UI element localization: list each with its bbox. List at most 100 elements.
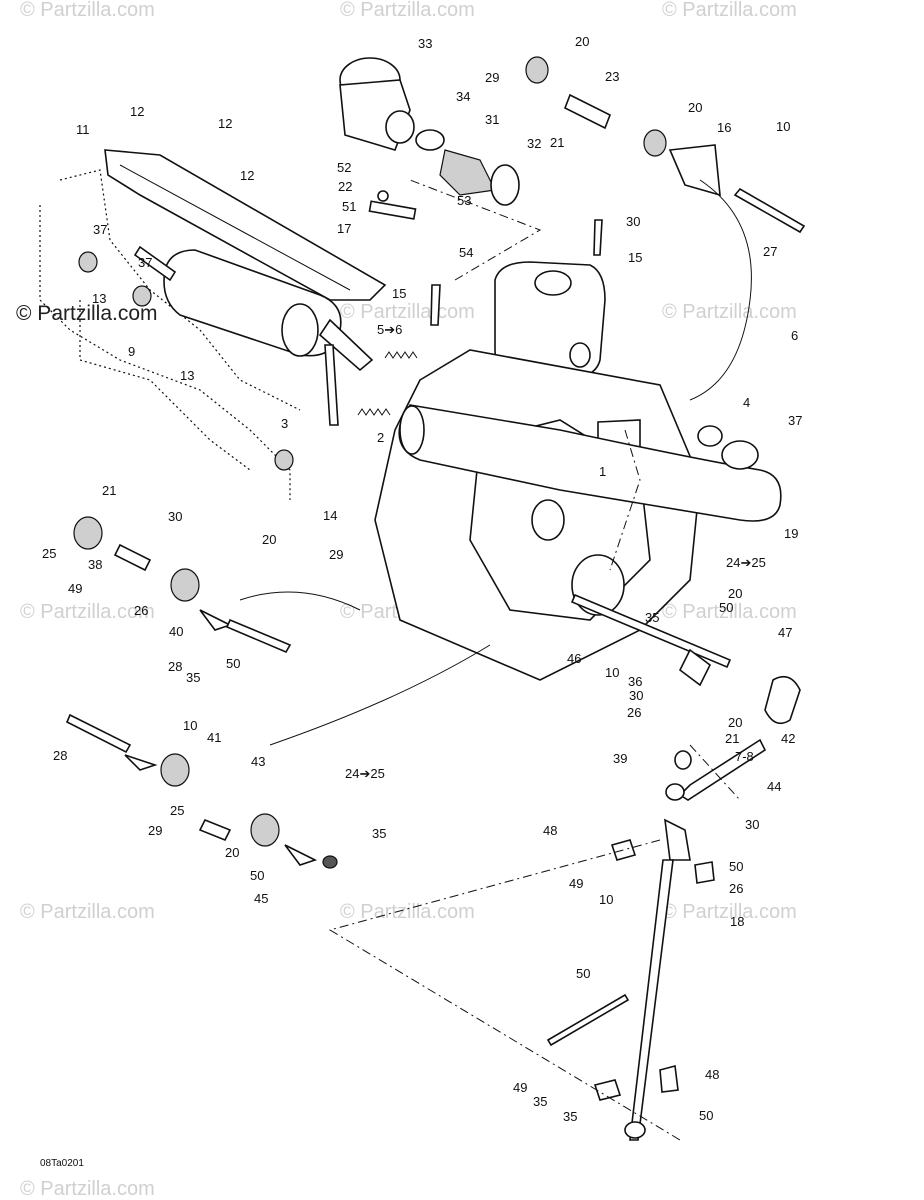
callout-label: 26 — [627, 705, 641, 720]
callout-label: 37 — [93, 222, 107, 237]
callout-label: 20 — [688, 100, 702, 115]
callout-label: 50 — [699, 1108, 713, 1123]
callout-label: 46 — [567, 651, 581, 666]
watermark: © Partzilla.com — [662, 901, 797, 923]
callout-label: 10 — [776, 119, 790, 134]
heat-shield — [104, 149, 387, 301]
callout-label: 35 — [563, 1109, 577, 1124]
callout-label: 20 — [225, 845, 239, 860]
watermark: © Partzilla.com — [340, 901, 475, 923]
watermark: © Partzilla.com — [20, 0, 155, 21]
callout-label: 50 — [226, 656, 240, 671]
callout-label: 15 — [392, 286, 406, 301]
watermark: © Partzilla.com — [662, 301, 797, 323]
callout-label: 35 — [372, 826, 386, 841]
main-watermark: © Partzilla.com — [16, 302, 158, 325]
rubber-grommet — [132, 285, 152, 307]
callout-label: 30 — [626, 214, 640, 229]
watermark: © Partzilla.com — [340, 0, 475, 21]
callout-label: 13 — [180, 368, 194, 383]
watermark: © Partzilla.com — [340, 301, 475, 323]
callout-label: 30 — [745, 817, 759, 832]
callout-label: 30 — [629, 688, 643, 703]
watermark: © Partzilla.com — [662, 0, 797, 21]
callout-label: 20 — [728, 715, 742, 730]
spark-plug — [593, 219, 603, 256]
exhaust-pipe — [398, 404, 782, 522]
exhaust-spring — [357, 408, 391, 416]
callout-label: 12 — [240, 168, 254, 183]
callout-label: 24➔25 — [345, 766, 385, 781]
callout-label: 7-8 — [735, 749, 754, 764]
callout-label: 10 — [183, 718, 197, 733]
watermark: © Partzilla.com — [20, 1178, 155, 1200]
callout-label: 38 — [88, 557, 102, 572]
callout-label: 16 — [717, 120, 731, 135]
callout-label: 54 — [459, 245, 473, 260]
callout-label: 40 — [169, 624, 183, 639]
callout-label: 29 — [148, 823, 162, 838]
callout-label: 4 — [743, 395, 750, 410]
watermark: © Partzilla.com — [662, 601, 797, 623]
callout-label: 51 — [342, 199, 356, 214]
callout-label: 32 — [527, 136, 541, 151]
shift-shaft — [570, 593, 732, 669]
callout-label: 5➔6 — [377, 322, 402, 337]
shift-rod — [629, 859, 674, 1141]
callout-label: 45 — [254, 891, 268, 906]
callout-label: 31 — [485, 112, 499, 127]
adjustment-rod — [546, 993, 630, 1047]
callout-label: 10 — [605, 665, 619, 680]
callout-label: 9 — [128, 344, 135, 359]
callout-label: 28 — [53, 748, 67, 763]
callout-label: 50 — [729, 859, 743, 874]
shift-knob — [764, 675, 801, 725]
parts-illustration — [39, 56, 806, 1141]
engine-mount-bracket — [668, 144, 721, 197]
callout-label: 34 — [456, 89, 470, 104]
callout-label: 33 — [418, 36, 432, 51]
callout-label: 15 — [628, 250, 642, 265]
callout-label: 30 — [168, 509, 182, 524]
callout-label: 26 — [134, 603, 148, 618]
callout-label: 27 — [763, 244, 777, 259]
callout-label: 36 — [628, 674, 642, 689]
callout-label: 10 — [599, 892, 613, 907]
callout-label: 50 — [250, 868, 264, 883]
callout-label: 24➔25 — [726, 555, 766, 570]
callout-label: 23 — [605, 69, 619, 84]
callout-label: 13 — [92, 291, 106, 306]
callout-label: 3 — [281, 416, 288, 431]
callout-label: 37 — [788, 413, 802, 428]
callout-label: 37 — [138, 255, 152, 270]
clamp — [490, 164, 520, 206]
callout-label: 50 — [576, 966, 590, 981]
intake-boot — [439, 149, 496, 196]
callout-label: 12 — [218, 116, 232, 131]
callout-label: 50 — [719, 600, 733, 615]
rubber-grommet — [78, 251, 98, 273]
callout-label: 48 — [705, 1067, 719, 1082]
callout-label: 20 — [728, 586, 742, 601]
callout-label: 29 — [485, 70, 499, 85]
callout-label: 43 — [251, 754, 265, 769]
callout-label: 2 — [377, 430, 384, 445]
callout-label: 11 — [76, 122, 90, 137]
callout-label: 19 — [784, 526, 798, 541]
callout-label: 14 — [323, 508, 337, 523]
callout-label: 42 — [781, 731, 795, 746]
callout-label: 1 — [599, 464, 606, 479]
callout-label: 6 — [791, 328, 798, 343]
callout-label: 39 — [613, 751, 627, 766]
callout-label: 47 — [778, 625, 792, 640]
watermark: © Partzilla.com — [20, 601, 155, 623]
shift-lever — [678, 738, 767, 801]
callout-label: 35 — [533, 1094, 547, 1109]
spark-plug — [430, 284, 441, 326]
callout-label: 44 — [767, 779, 781, 794]
callout-label: 21 — [102, 483, 116, 498]
callout-label: 25 — [170, 803, 184, 818]
exhaust-spring — [384, 351, 418, 359]
